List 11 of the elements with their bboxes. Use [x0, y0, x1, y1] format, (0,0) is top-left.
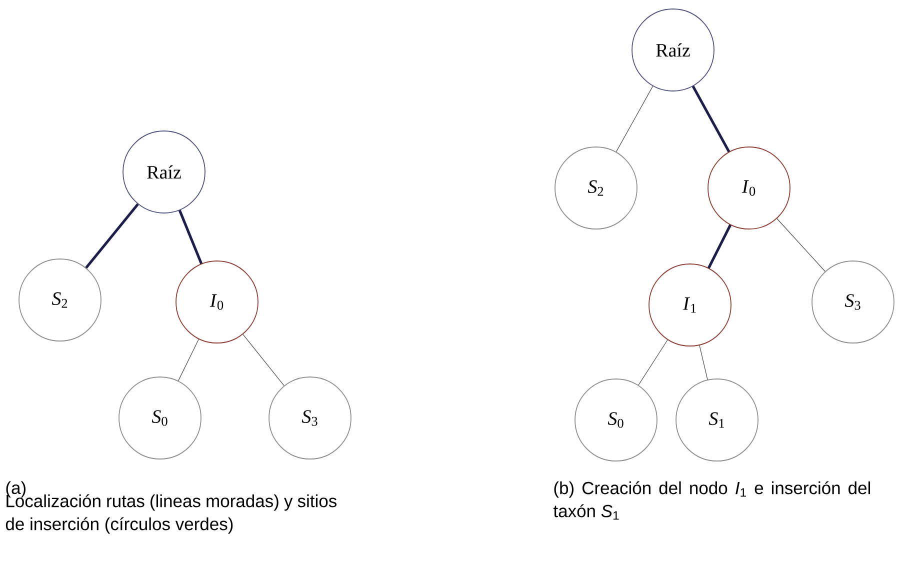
tree-edge	[85, 203, 139, 269]
tree-edge	[638, 340, 668, 386]
tree-edge	[242, 334, 284, 386]
tree-edge	[178, 210, 203, 264]
tree-edge	[708, 224, 732, 269]
tree-edge	[616, 86, 654, 152]
caption: (b) Creación del nodo I$_{1}$ e inserción del taxón S$_{1}$	[553, 481, 870, 520]
tree-edge	[776, 218, 826, 272]
tree-edge	[692, 86, 730, 152]
tree-edge	[699, 345, 708, 380]
tree-edge	[178, 338, 200, 382]
